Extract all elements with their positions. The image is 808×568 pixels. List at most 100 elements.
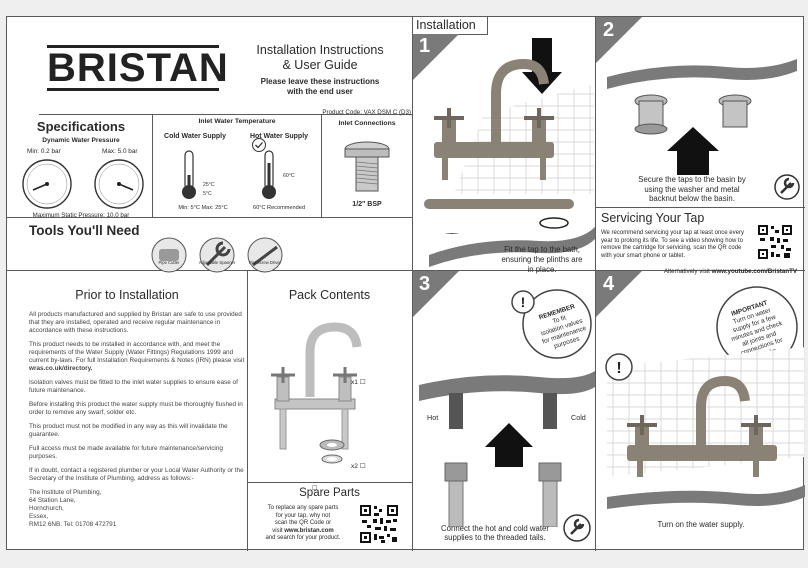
addr-line1: The Institute of Plumbing,	[29, 489, 102, 496]
spare-l3: scan the QR Code or	[274, 520, 332, 527]
pack-title: Pack Contents	[288, 288, 371, 302]
spare-qr-code[interactable]	[359, 504, 399, 544]
right-divider	[595, 17, 596, 551]
youtube-link[interactable]: www.youtube.com/BristanTV	[711, 268, 797, 275]
pack-spare-divider	[247, 482, 412, 483]
step1-illustration	[424, 38, 594, 234]
spec-divider-1	[152, 114, 153, 217]
step3-number: 3	[419, 273, 431, 295]
flat-screwdriver-icon	[247, 237, 283, 273]
washer-qty: x2 ☐	[351, 463, 366, 470]
max-pressure: Max: 5.0 bar	[102, 148, 138, 155]
step1-caption-l1: Fit the tap to the bath,	[504, 245, 580, 254]
step4-illustration	[607, 347, 805, 509]
prior-p4: Before installing this product the water…	[29, 401, 243, 416]
hot-60-label: 60°C	[283, 173, 295, 179]
header-spec-divider	[39, 114, 413, 115]
warning-icon	[511, 290, 535, 314]
brand-logo: BRISTAN	[47, 45, 229, 97]
spanner-icon	[563, 514, 591, 542]
washer-qty-text: x2	[351, 463, 358, 470]
addr-line3: Hornchurch,	[29, 505, 64, 512]
step2-illustration	[607, 59, 797, 175]
tap-qty: x1 ☐	[351, 379, 366, 386]
prior-p3: Isolation valves must be fitted to the i…	[29, 379, 238, 394]
cold-caption: Min: 5°C Max: 25°C	[178, 205, 228, 211]
doc-title: Installation Instructions & User Guide	[235, 43, 405, 73]
spare-text: To replace any spare parts for your tap,…	[251, 505, 355, 543]
spec-tools-divider	[7, 217, 413, 218]
center-divider	[412, 17, 413, 551]
doc-subtitle: Please leave these instructions with the…	[235, 77, 405, 97]
tools-title: Tools You'll Need	[29, 223, 140, 238]
servicing-alt-text: Alternatively visit	[663, 268, 712, 275]
cold-supply-title: Cold Water Supply	[164, 133, 226, 140]
warning-icon: !	[605, 353, 633, 381]
step1-caption-l2: ensuring the plinths are	[501, 255, 583, 264]
step4-number: 4	[603, 273, 615, 295]
doc-title-line1: Installation Instructions	[256, 43, 384, 57]
up-arrow-icon	[485, 423, 533, 467]
step4-corner	[596, 271, 642, 317]
pipe-cutter-label: Pipe Cutter	[158, 260, 180, 265]
spare-l1: To replace any spare parts	[267, 505, 339, 511]
spec-divider-2	[321, 114, 322, 217]
cold-label: Cold	[571, 413, 586, 422]
wras-link[interactable]: wras.co.uk/directory.	[29, 365, 93, 372]
pack-tap-illustration	[271, 322, 362, 450]
prior-p7: If in doubt, contact a registered plumbe…	[29, 467, 244, 482]
prior-p2: This product needs to be installed in ac…	[29, 341, 247, 373]
up-arrow-icon	[667, 127, 719, 175]
step3-caption: Connect the hot and cold water supplies …	[415, 524, 575, 542]
prior-body: All products manufactured and supplied b…	[29, 311, 247, 529]
step4-caption: Turn on the water supply.	[657, 520, 745, 529]
step1-corner	[413, 34, 459, 80]
subtitle-line1: Please leave these instructions	[260, 77, 380, 86]
specs-title: Specifications	[36, 119, 126, 134]
step1-caption: Fit the tap to the bath, ensuring the pl…	[477, 245, 607, 275]
bristan-link[interactable]: www.bristan.com	[284, 527, 334, 534]
servicing-title: Servicing Your Tap	[601, 211, 705, 225]
hot-tail	[449, 393, 463, 429]
max-gauge	[94, 159, 144, 209]
screwdriver-label: Flat Screw Driver	[248, 260, 282, 265]
middle-divider	[7, 270, 805, 271]
spare-l5: and search for your product.	[265, 535, 341, 542]
inlet-temp-title: Inlet Water Temperature	[198, 118, 276, 125]
inlet-tail-icon	[344, 141, 390, 192]
washer-backnut-right	[718, 94, 752, 128]
min-pressure: Min: 0.2 bar	[27, 148, 61, 155]
installation-title: Installation	[416, 18, 476, 32]
servicing-qr-code[interactable]	[757, 224, 793, 260]
pack-washer-illustration	[319, 439, 345, 464]
servicing-text: We recommend servicing your tap at least…	[601, 230, 744, 259]
static-pressure: Maximum Static Pressure: 10.0 bar	[32, 212, 130, 219]
prior-p6: Full access must be made available for f…	[29, 445, 223, 460]
spanner-icon	[774, 174, 800, 200]
bsp-label: 1/2" BSP	[352, 201, 382, 208]
hot-supply-title: Hot Water Supply	[249, 133, 309, 140]
spare-title: Spare Parts	[299, 487, 360, 499]
adjustable-spanner-icon	[199, 237, 235, 273]
cold-25-label: 25°C	[203, 182, 215, 188]
step3-caption-l2: supplies to the threaded tails.	[444, 533, 546, 542]
hot-caption: 60°C Recommended	[253, 205, 305, 211]
spare-l4: visit www.bristan.com	[251, 528, 355, 536]
step2-caption: Secure the taps to the basin by using th…	[603, 175, 781, 204]
spare-l2: for your tap, why not	[275, 512, 331, 519]
step2-service-divider	[595, 207, 805, 208]
prior-pack-divider	[247, 270, 248, 551]
dynamic-pressure-label: Dynamic Water Pressure	[42, 137, 120, 144]
step1-number: 1	[419, 35, 431, 57]
step3-illustration	[419, 371, 595, 527]
addr-line4: Essex,	[29, 513, 49, 520]
cold-tail	[543, 393, 557, 429]
spare-l4-text: visit	[272, 527, 285, 534]
hot-label: Hot	[427, 413, 439, 422]
cold-thermometer-icon	[182, 150, 196, 199]
tap-qty-text: x1	[351, 379, 358, 386]
pipe-cutter-icon	[151, 237, 187, 273]
step1-caption-l3: in place.	[527, 265, 557, 274]
step1-band	[429, 217, 595, 267]
brand-wordmark: BRISTAN	[47, 46, 229, 90]
